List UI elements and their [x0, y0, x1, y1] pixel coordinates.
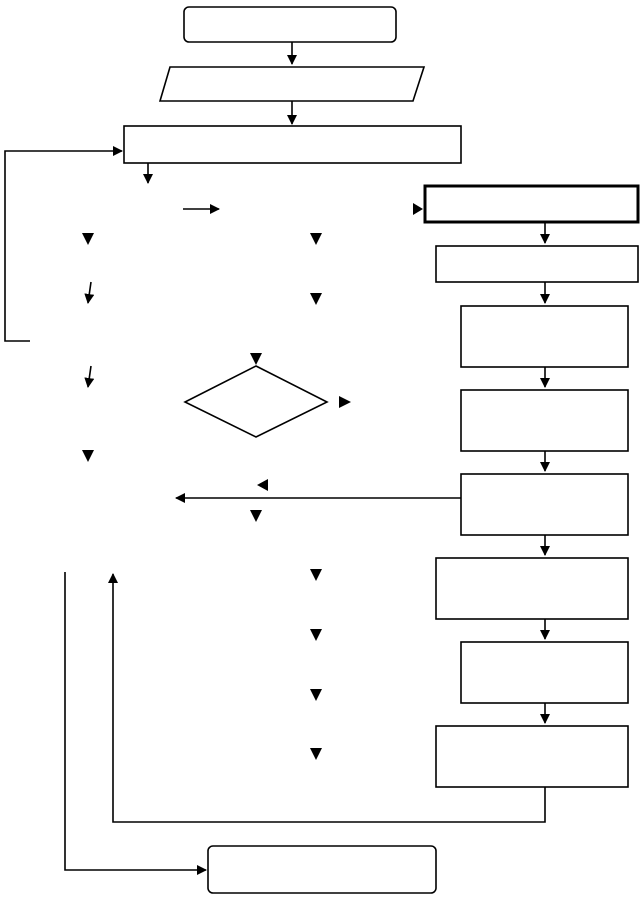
arrowhead-down-mid-1 — [310, 233, 322, 245]
right-step-5-process — [460, 473, 629, 536]
short-arrow-left-col-1 — [84, 281, 95, 304]
arrowhead-group — [82, 203, 423, 760]
end-terminator — [207, 845, 437, 894]
left-return-loop-line — [4, 146, 123, 342]
start-terminator — [183, 6, 397, 43]
arrowhead-down-left-2 — [82, 450, 94, 462]
arrowhead-down-mid-6 — [310, 689, 322, 701]
arrowhead-right-to-step1 — [413, 203, 423, 215]
right-step-4-process — [460, 389, 629, 452]
right-step-7-process — [460, 641, 629, 704]
arrowhead-down-to-decision — [250, 353, 262, 365]
right-step-3-process — [460, 305, 629, 368]
arrowhead-left-mid — [257, 479, 268, 491]
right-step-2-process — [435, 245, 639, 283]
arrowhead-down-left-1 — [82, 233, 94, 245]
short-arrow-left-col-2 — [84, 365, 95, 388]
decision-diamond — [183, 365, 329, 438]
arrowhead-down-mid-5 — [310, 629, 322, 641]
right-step-1-process — [423, 184, 640, 224]
return-from-step8-line — [108, 573, 546, 823]
input-parallelogram — [158, 66, 426, 102]
right-step-6-process — [435, 557, 629, 620]
arrowhead-down-mid-4 — [310, 569, 322, 581]
loop-header-process — [123, 125, 462, 164]
arrowhead-down-mid-3 — [250, 510, 262, 522]
arrowhead-down-mid-2 — [310, 293, 322, 305]
arrowhead-right-from-decision — [339, 396, 351, 408]
arrowhead-down-mid-7 — [310, 748, 322, 760]
right-step-8-process — [435, 725, 629, 788]
exit-to-end-line — [64, 572, 207, 875]
